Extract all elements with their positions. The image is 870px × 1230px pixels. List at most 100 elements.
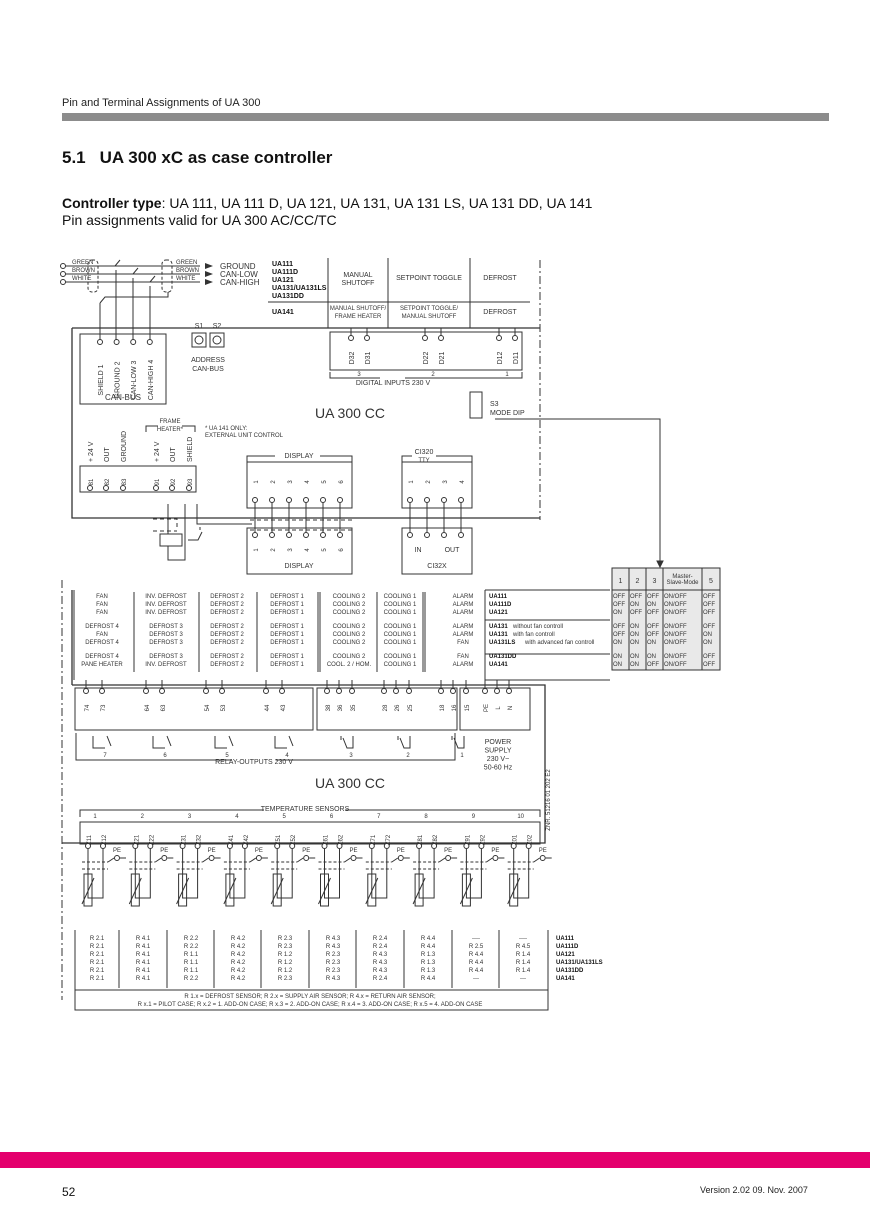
sensor-pin: [463, 843, 470, 849]
sensor-pin-label: Z91: [465, 834, 471, 845]
pe-link: [249, 857, 257, 863]
dip-value: ON: [630, 632, 639, 638]
pe-label: PE: [349, 848, 357, 854]
sensor-table-cell: R 1.3: [421, 960, 436, 966]
can-signal-label: GROUND: [220, 262, 256, 271]
sensor-table-cell: R 1.1: [184, 952, 199, 958]
relay-assignment-cell: INV. DEFROST: [145, 662, 187, 668]
dip-value: ON: [647, 640, 656, 646]
sensor-table-cell: R 2.2: [184, 936, 199, 942]
frame-heater-label: FRAME: [160, 419, 181, 425]
pe-terminal: [161, 855, 168, 861]
relay-pin: [143, 688, 149, 694]
sensor-table-cell: R 2.1: [90, 944, 105, 950]
dip-value: OFF: [647, 662, 659, 668]
relay-assignment-cell: COOLING 1: [384, 662, 417, 668]
relay-assignment-cell: DEFROST 4: [85, 640, 119, 646]
sensor-table-cell: R 1.3: [421, 952, 436, 958]
dip-value: OFF: [703, 602, 715, 608]
relay-pin-label: 43: [281, 704, 287, 711]
display-unit-pin-label: 4: [305, 548, 311, 552]
ci32x-pin: [458, 532, 464, 538]
relay-assignment-cell: COOLING 1: [384, 640, 417, 646]
relay-outputs-title: RELAY-OUTPUTS 230 V: [215, 759, 293, 766]
sensor-table-cell: R 1.2: [278, 960, 293, 966]
digital-input-pin-label: D21: [439, 351, 446, 364]
sensor-channel-number: 7: [377, 814, 381, 820]
relay-assignment-cell: DEFROST 1: [270, 602, 304, 608]
sensor-table-cell: R 2.3: [326, 952, 341, 958]
power-supply-label: SUPPLY: [484, 748, 511, 755]
sensor-channel-number: 4: [235, 814, 239, 820]
dip-value: OFF: [647, 610, 659, 616]
relay-pin: [406, 688, 412, 694]
digital-input-pin-label: D22: [423, 351, 430, 364]
display-pin-label: 3: [288, 480, 294, 484]
relay-assignment-cell: DEFROST 3: [149, 640, 183, 646]
relay-pin-label: 74: [85, 704, 91, 711]
can-signal-label: CAN-HIGH: [220, 278, 260, 287]
pe-label: PE: [397, 848, 405, 854]
temperature-sensor-symbol: [367, 849, 388, 907]
sensor-pin-label: Z72: [386, 834, 392, 845]
relay-assignment-cell: DEFROST 4: [85, 654, 119, 660]
sensor-table-cell: R 1.4: [516, 960, 531, 966]
relay-assignment-cell: ALARM: [453, 662, 474, 668]
section-title: UA 300 xC as case controller: [99, 148, 333, 167]
relay-pin-label: 26: [395, 704, 401, 711]
sensor-pin-label: Z42: [244, 834, 250, 845]
relay-assignment-cell: ALARM: [453, 594, 474, 600]
dip-value: ON/OFF: [664, 594, 687, 600]
pe-label: PE: [444, 848, 452, 854]
relay-assignment-cell: DEFROST 4: [85, 624, 119, 630]
sensor-pin: [274, 843, 281, 849]
power-pin: [103, 485, 109, 491]
sensor-pin: [100, 843, 106, 849]
address-switch-s2[interactable]: [209, 332, 225, 348]
sensor-table-cell: R 4.4: [421, 976, 436, 982]
sensor-table-cell: R 4.3: [373, 968, 388, 974]
dip-header: 2: [636, 578, 640, 585]
relay-pin-label: 44: [265, 704, 271, 711]
relay-assignment-cell: DEFROST 1: [270, 640, 304, 646]
temperature-sensor-symbol: [509, 849, 530, 907]
digital-input-pin-label: D12: [497, 351, 504, 364]
dip-row-model: UA131DD: [489, 654, 517, 660]
relay-assignment-cell: DEFROST 1: [270, 624, 304, 630]
relay-number: 5: [225, 753, 229, 759]
dip-value: OFF: [613, 632, 625, 638]
ci320-subtitle: TTY: [418, 458, 429, 464]
power-pin: [87, 485, 93, 491]
relay-assignment-cell: INV. DEFROST: [145, 602, 187, 608]
digital-input-pin-label: D31: [365, 351, 372, 364]
sensor-table-cell: R 4.2: [231, 960, 246, 966]
relay-assignment-cell: DEFROST 1: [270, 594, 304, 600]
sensor-channel-number: 8: [424, 814, 428, 820]
relay-assignment-cell: DEFROST 1: [270, 662, 304, 668]
power-supply-pin-label: N: [508, 706, 514, 710]
digital-input-function-b: MANUAL SHUTOFF: [402, 314, 457, 320]
mode-dip-switch[interactable]: [469, 391, 483, 419]
dip-value: ON/OFF: [664, 654, 687, 660]
sensor-pin: [368, 843, 375, 849]
digital-input-function-b: DEFROST: [483, 309, 517, 316]
relay-pin: [438, 688, 444, 694]
relay-number: 4: [285, 753, 289, 759]
address-switch-s1[interactable]: [191, 332, 207, 348]
controller-type-line: Controller type: UA 111, UA 111 D, UA 12…: [62, 195, 592, 211]
sensor-pin: [383, 843, 390, 849]
temperature-sensor-block: [79, 821, 541, 845]
dip-value: ON: [613, 662, 622, 668]
sensor-pin-label: Z52: [291, 834, 297, 845]
sensor-pin: [416, 843, 423, 849]
relay-contact-symbol: [397, 736, 411, 749]
pe-label: PE: [160, 848, 168, 854]
sensor-cable-shield: [413, 861, 440, 870]
dip-value: OFF: [630, 610, 642, 616]
power-pin: [120, 485, 126, 491]
relay-contact-symbol: [451, 736, 465, 749]
display-unit-pin-label: 3: [288, 548, 294, 552]
relay-assignment-cell: COOLING 2: [333, 640, 366, 646]
sensor-table-cell: R 4.2: [231, 976, 246, 982]
